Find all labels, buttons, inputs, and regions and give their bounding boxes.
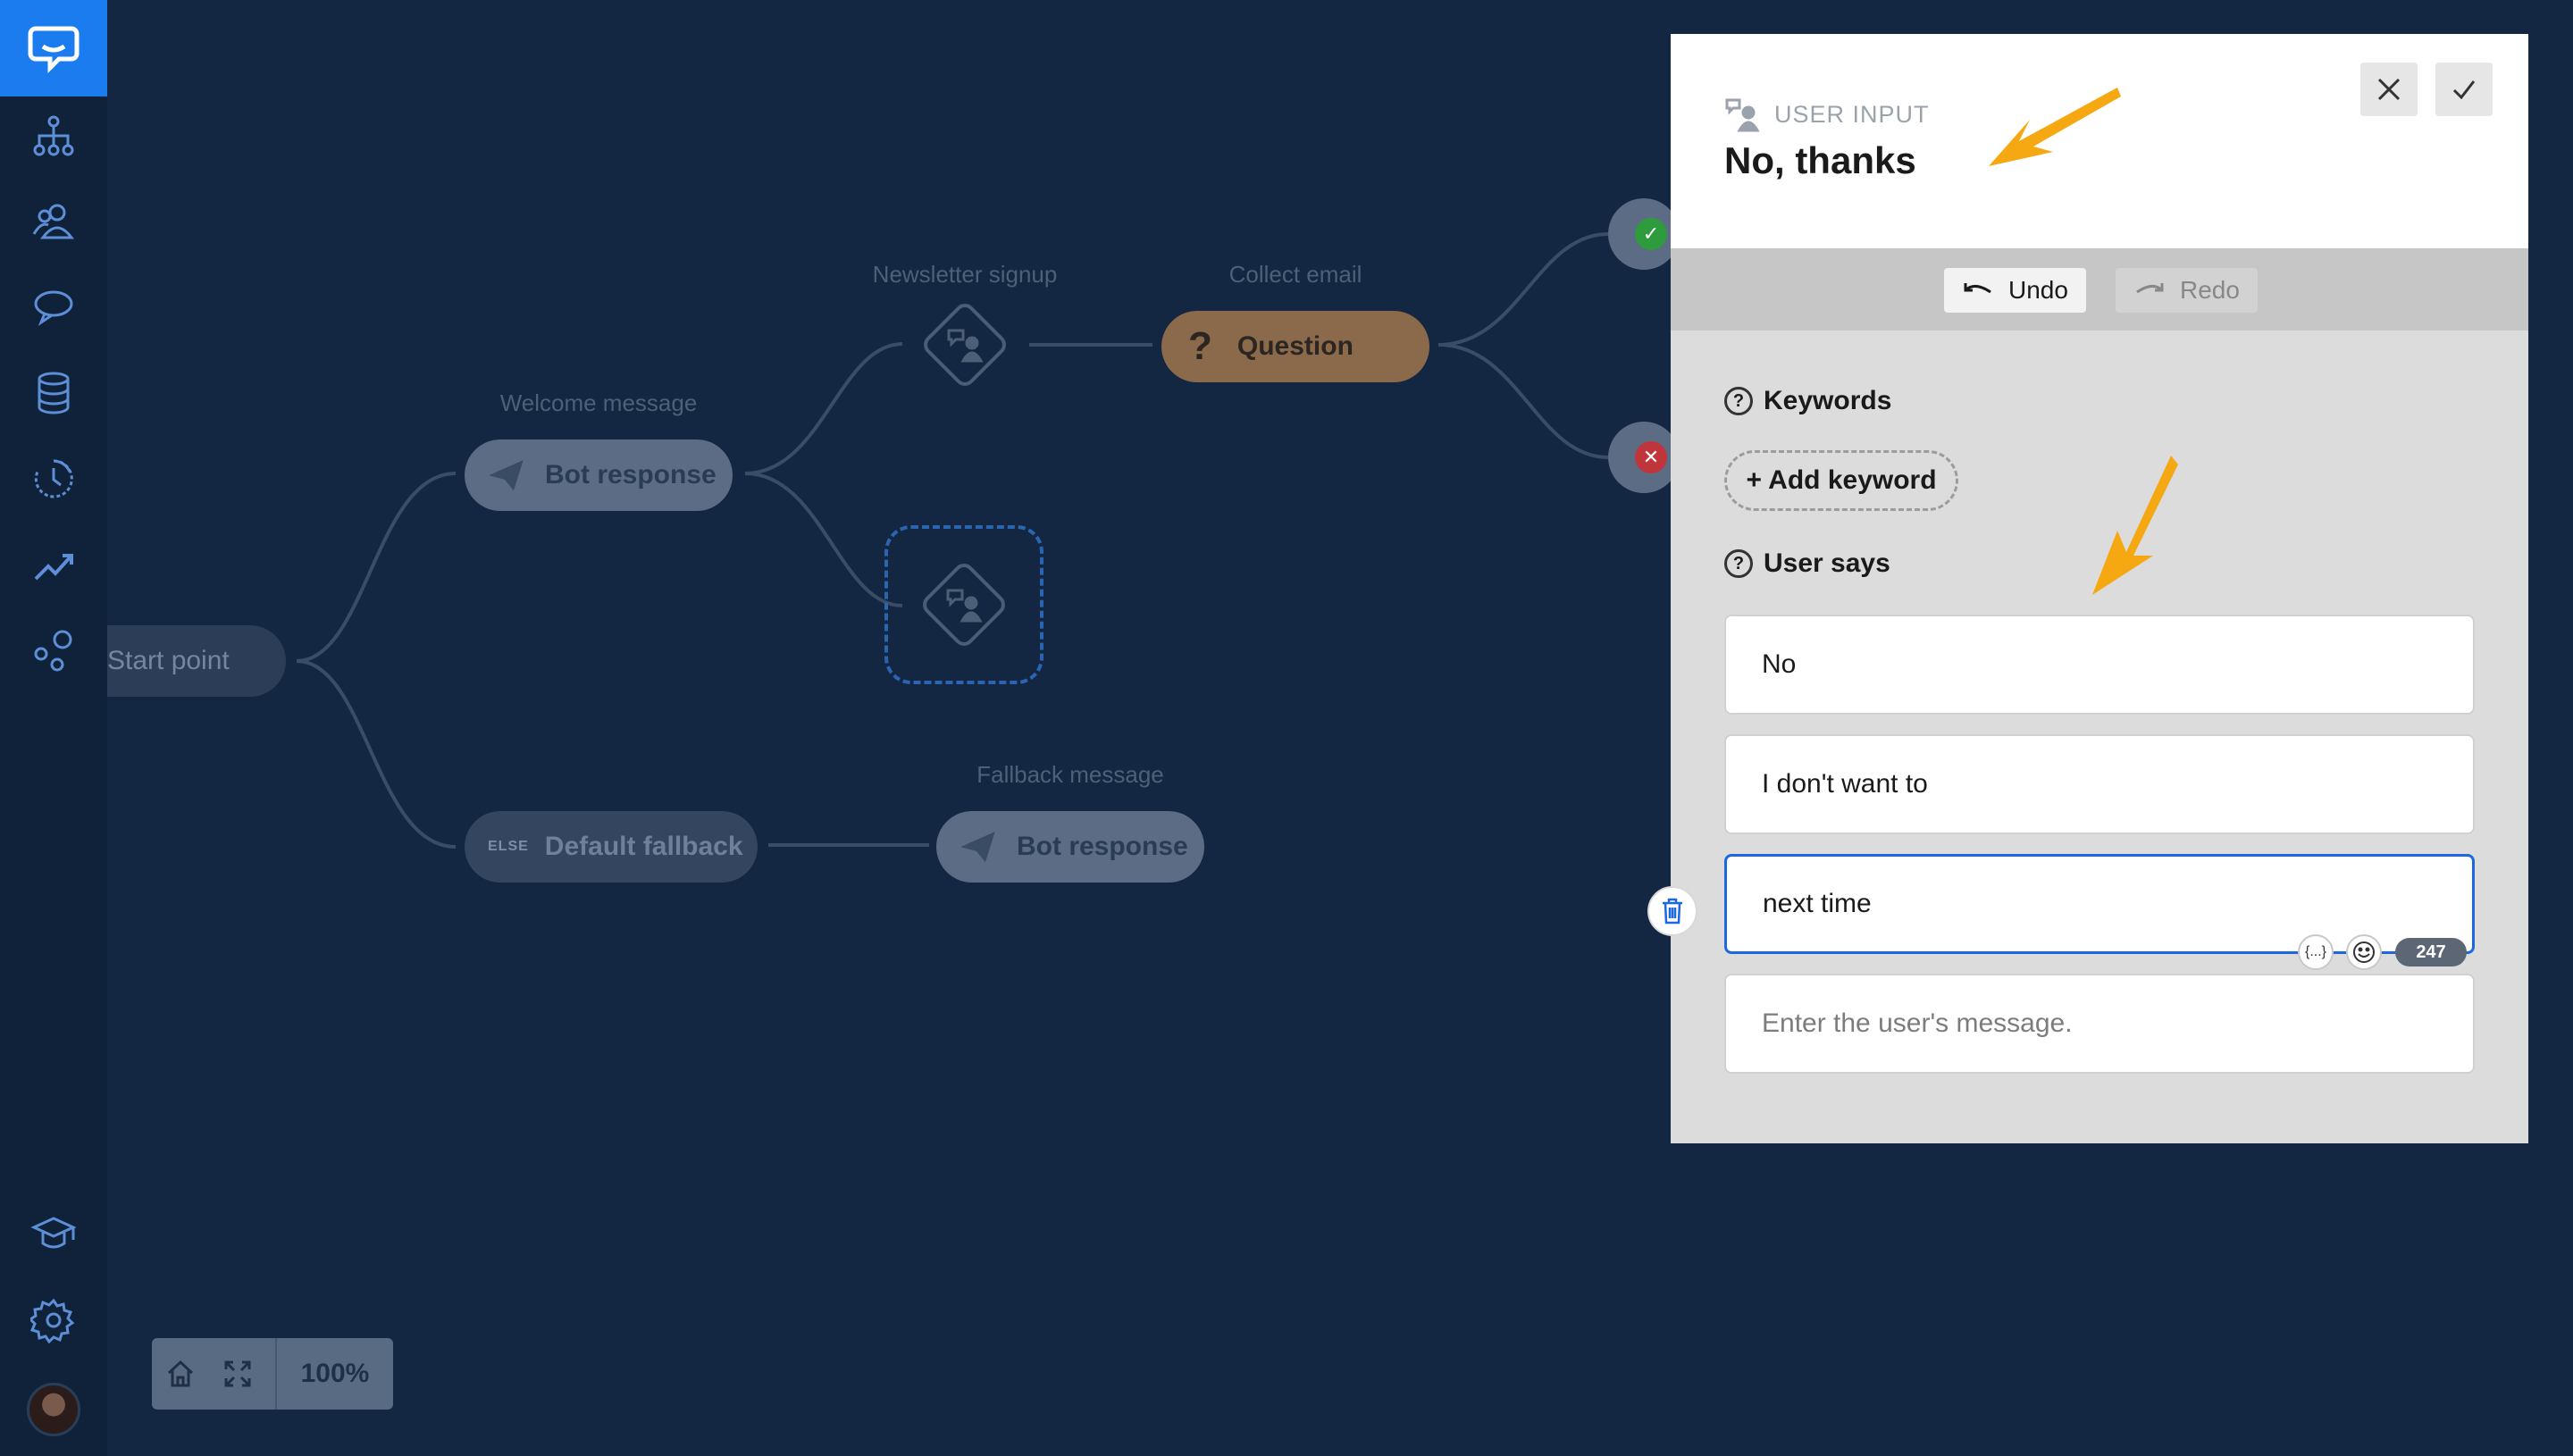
fullscreen-icon[interactable]	[209, 1338, 266, 1410]
welcome-node-label: Bot response	[545, 460, 717, 490]
welcome-message-label: Welcome message	[499, 389, 698, 416]
panel-header: USER INPUT No, thanks	[1671, 34, 2528, 248]
user-input-icon	[946, 589, 983, 623]
undo-label: Undo	[2008, 276, 2068, 304]
help-icon[interactable]: ?	[1724, 549, 1753, 578]
database-icon[interactable]	[27, 366, 80, 420]
fallback-message-label: Fallback message	[976, 761, 1164, 788]
settings-icon[interactable]	[27, 1293, 80, 1347]
start-point-label: Start point	[107, 646, 230, 675]
question-node[interactable]: ? Question	[1161, 311, 1429, 382]
annotation-arrow-icon	[1989, 88, 2121, 166]
zoom-level[interactable]: 100%	[300, 1359, 370, 1388]
emoji-button[interactable]	[2346, 934, 2382, 970]
user-input-icon	[1725, 98, 1760, 132]
user-input-node[interactable]	[919, 299, 1010, 390]
flow-connections	[296, 232, 1609, 849]
flow-canvas[interactable]: Start point Welcome message Bot response…	[107, 0, 2573, 1456]
close-button[interactable]	[2360, 63, 2418, 116]
undo-icon	[1964, 283, 1991, 294]
failure-branch-node[interactable]: ✕	[1608, 422, 1680, 493]
check-circle-icon: ✓	[1635, 218, 1667, 250]
user-message-field-active[interactable]: next time	[1724, 854, 2475, 954]
collect-email-label: Collect email	[1228, 261, 1362, 288]
home-icon[interactable]	[152, 1338, 209, 1410]
users-icon[interactable]	[27, 195, 80, 248]
else-tag: ELSE	[488, 839, 529, 854]
flow-tree-icon[interactable]	[27, 109, 80, 163]
emoji-icon	[2353, 941, 2375, 963]
check-icon	[2452, 80, 2476, 100]
keywords-title: Keywords	[1764, 386, 1892, 415]
welcome-bot-response-node[interactable]: Bot response	[465, 439, 733, 511]
user-message-input[interactable]: Enter the user's message.	[1724, 974, 2475, 1074]
default-fallback-node[interactable]: ELSE Default fallback	[465, 811, 758, 883]
confirm-button[interactable]	[2435, 63, 2493, 116]
help-icon[interactable]: ?	[1724, 387, 1753, 415]
analytics-icon[interactable]	[27, 538, 80, 591]
user-says-section-title: ? User says	[1724, 548, 1890, 579]
panel-title[interactable]: No, thanks	[1724, 139, 1916, 181]
question-mark-icon: ?	[1188, 324, 1212, 368]
start-point-node[interactable]: Start point	[107, 625, 286, 697]
block-type: USER INPUT	[1724, 96, 1930, 132]
redo-label: Redo	[2180, 276, 2240, 304]
block-type-label: USER INPUT	[1774, 100, 1930, 128]
variable-button[interactable]: {...}	[2298, 934, 2334, 970]
academy-icon[interactable]	[27, 1208, 80, 1261]
avatar[interactable]	[27, 1383, 80, 1436]
send-plane-icon	[490, 460, 524, 491]
success-branch-node[interactable]: ✓	[1608, 198, 1680, 270]
selected-user-input-node[interactable]	[884, 525, 1043, 684]
history-icon[interactable]	[27, 452, 80, 506]
zoom-controls: 100%	[152, 1338, 393, 1410]
annotation-arrow-icon	[2092, 456, 2178, 595]
sidebar	[0, 0, 107, 1456]
close-icon	[2377, 78, 2401, 101]
history-toolbar: Undo Redo	[1671, 248, 2528, 331]
fallback-bot-response-node[interactable]: Bot response	[936, 811, 1204, 883]
chat-bubble-logo-icon[interactable]	[0, 0, 107, 96]
newsletter-signup-label: Newsletter signup	[872, 261, 1058, 288]
add-keyword-button[interactable]: + Add keyword	[1724, 450, 1958, 511]
delete-message-button[interactable]	[1647, 886, 1697, 936]
user-says-title: User says	[1764, 548, 1890, 578]
fallback-bot-node-label: Bot response	[1017, 832, 1188, 861]
integrations-icon[interactable]	[27, 623, 80, 677]
x-circle-icon: ✕	[1635, 441, 1667, 473]
redo-icon	[2136, 283, 2164, 294]
character-counter: 247	[2395, 938, 2467, 966]
undo-button[interactable]: Undo	[1944, 268, 2086, 313]
user-message-field[interactable]: No	[1724, 615, 2475, 715]
keywords-section-title: ? Keywords	[1724, 386, 1891, 416]
user-message-field[interactable]: I don't want to	[1724, 734, 2475, 834]
user-input-icon	[947, 329, 984, 363]
fallback-node-label: Default fallback	[544, 832, 743, 861]
question-node-label: Question	[1236, 331, 1354, 361]
conversations-icon[interactable]	[27, 280, 80, 334]
redo-button[interactable]: Redo	[2116, 268, 2258, 313]
send-plane-icon	[961, 832, 995, 863]
trash-icon	[1663, 898, 1682, 925]
